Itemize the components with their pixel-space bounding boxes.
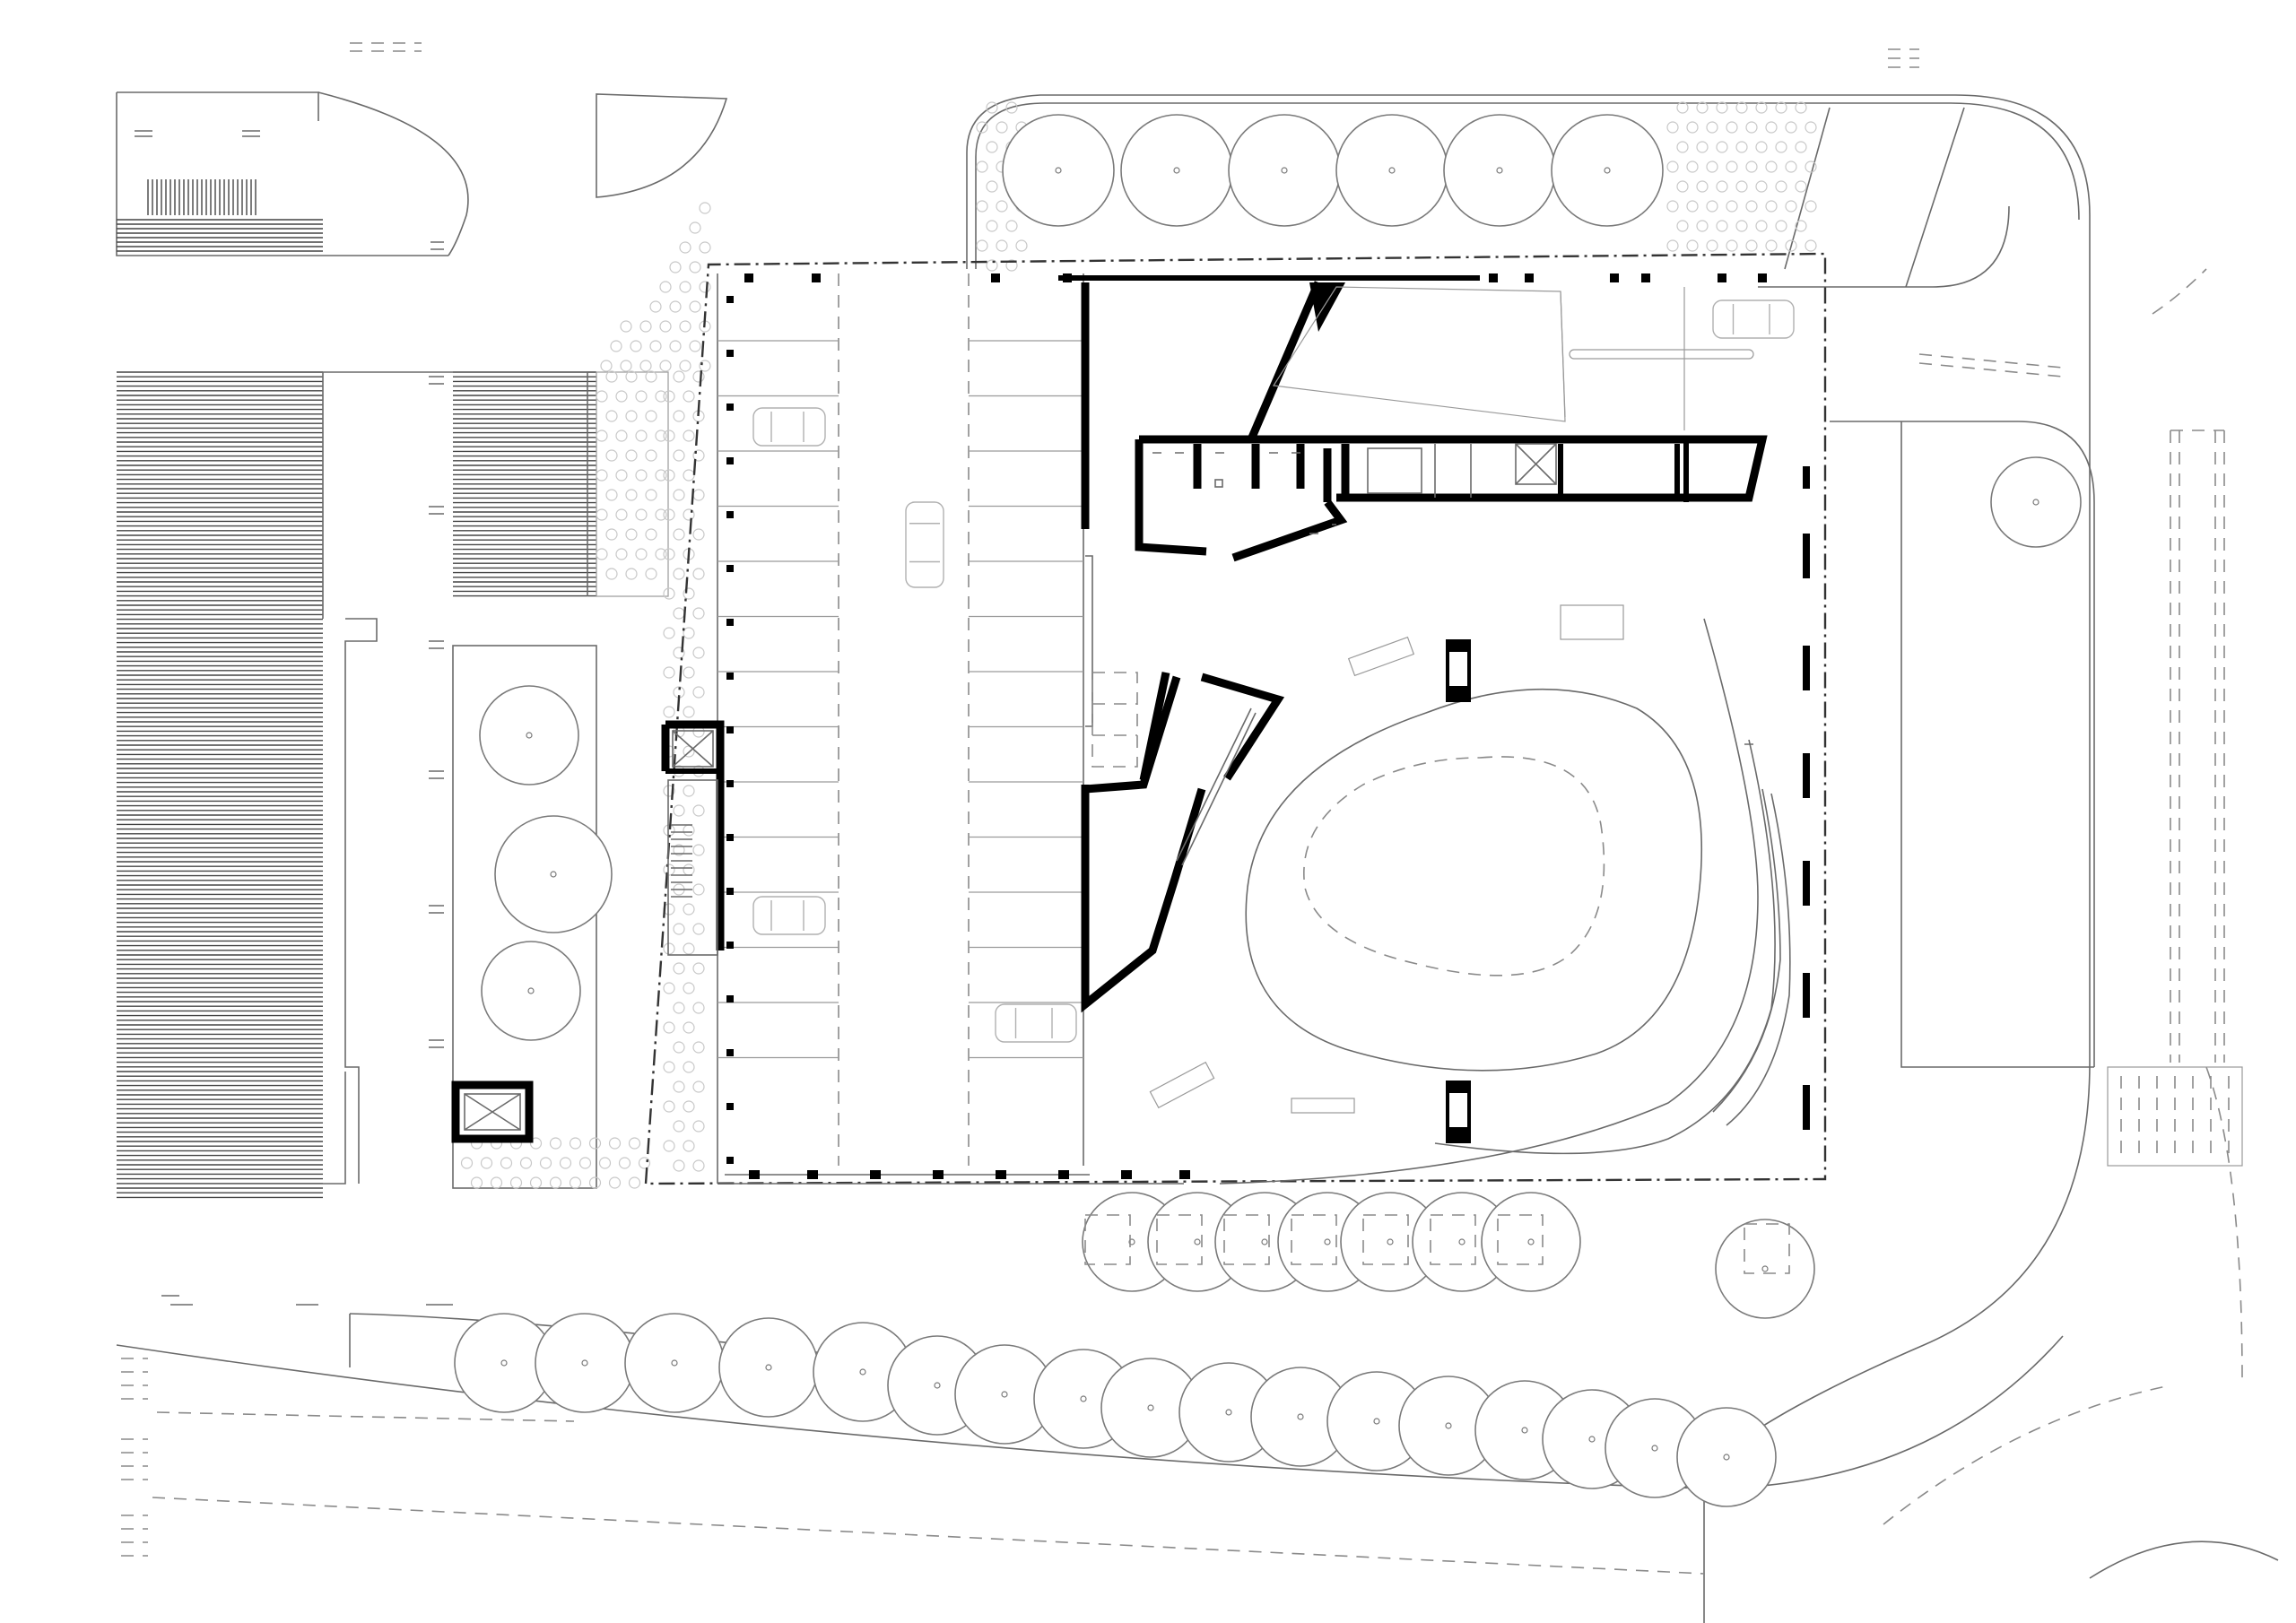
crosswalk-right xyxy=(2107,1066,2243,1167)
planting-bed-pattern xyxy=(460,101,1817,1189)
car-icon xyxy=(752,896,826,935)
car-icon xyxy=(752,407,826,447)
stair-icon xyxy=(1367,447,1422,494)
car-icon xyxy=(995,1003,1077,1043)
quarter-circle-door xyxy=(596,93,728,198)
planter-box xyxy=(1291,1214,1337,1265)
courtyard xyxy=(1091,604,1791,1185)
tree-icon xyxy=(1551,114,1664,227)
stair-icon xyxy=(671,824,692,898)
planter-box xyxy=(1223,1214,1270,1265)
building-walls xyxy=(1058,275,1768,1013)
tick-marks xyxy=(135,130,444,1048)
bench xyxy=(1347,636,1415,677)
tree-icon xyxy=(1228,114,1341,227)
tree-icon xyxy=(494,815,613,933)
tree-icon xyxy=(1443,114,1556,227)
planter-box xyxy=(1497,1214,1544,1265)
tree-icon xyxy=(1335,114,1448,227)
elevator-icon xyxy=(464,1093,521,1131)
planter-box xyxy=(1744,1223,1790,1274)
car-group xyxy=(752,299,1795,1043)
car-icon xyxy=(1712,299,1795,339)
tree-icon xyxy=(718,1317,819,1418)
bench xyxy=(1149,1061,1215,1109)
stair-core-left xyxy=(451,720,725,1143)
context-building-left xyxy=(117,371,669,1189)
bench xyxy=(1569,349,1754,360)
tree-icon xyxy=(479,685,579,785)
bench xyxy=(1291,1098,1355,1114)
hatched-roof-left xyxy=(117,371,323,1199)
planter-box xyxy=(1430,1214,1476,1265)
elevator-icon xyxy=(1515,443,1557,485)
planter-box xyxy=(1362,1214,1409,1265)
property-boundary xyxy=(644,252,1827,1185)
tree-icon xyxy=(1340,1192,1440,1292)
tree-icon xyxy=(1120,114,1233,227)
facade-columns xyxy=(726,273,1810,1179)
planter-box xyxy=(1156,1214,1203,1265)
tree-icon xyxy=(535,1313,635,1413)
tree-icon xyxy=(1715,1219,1815,1319)
hatched-roof-mid xyxy=(453,371,596,597)
tree-icon xyxy=(624,1313,725,1413)
tree-group xyxy=(454,114,2082,1507)
tree-icon xyxy=(1002,114,1115,227)
tree-icon xyxy=(481,941,581,1041)
elevator-icon xyxy=(672,730,714,768)
tree-icon xyxy=(1990,456,2082,548)
car-icon xyxy=(905,501,944,588)
bench xyxy=(1560,604,1624,640)
tree-icon xyxy=(1676,1407,1777,1507)
tree-icon xyxy=(1481,1192,1581,1292)
hatched-steps-top xyxy=(117,179,323,252)
planter-box xyxy=(1084,1214,1131,1265)
